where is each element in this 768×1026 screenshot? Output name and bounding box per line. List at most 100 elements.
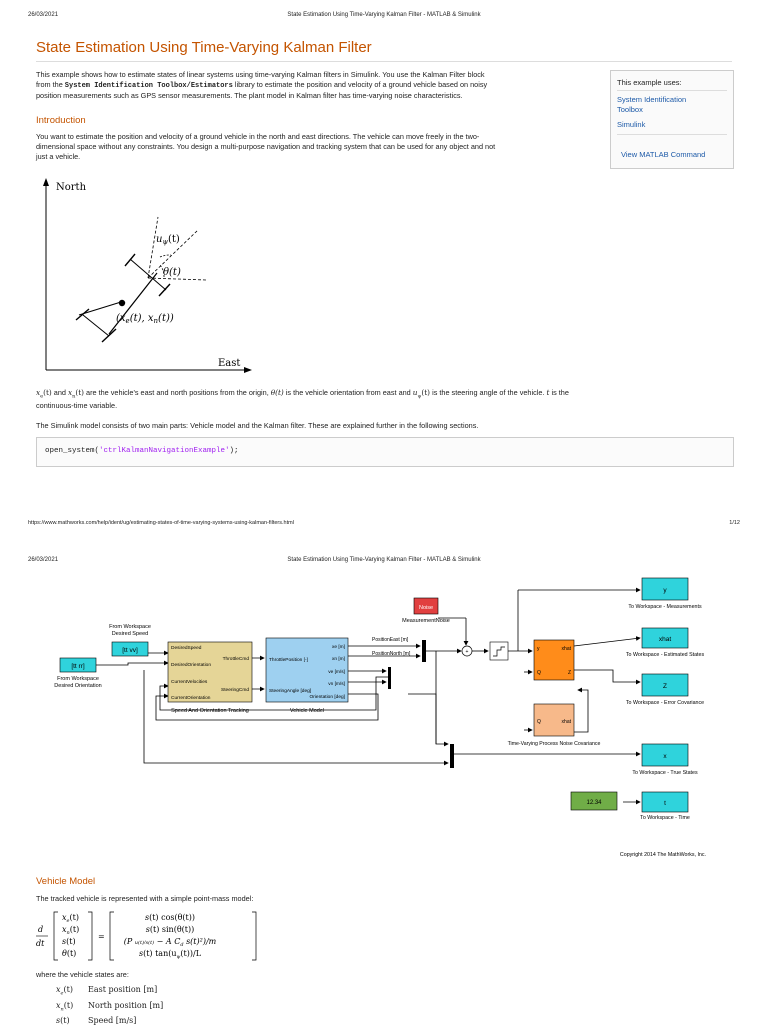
copyright-text: Copyright 2014 The MathWorks, Inc.: [620, 852, 706, 858]
math-arg: (t): [421, 388, 431, 397]
vehicle-output-5: Orientation [deg]: [310, 694, 345, 700]
math-t: t: [546, 388, 550, 397]
svg-text:s(t) tan(uψ(t))/L: s(t) tan(uψ(t))/L: [139, 949, 202, 960]
ws-x-label: x: [663, 753, 667, 760]
east-label: East: [218, 358, 240, 369]
rear-axle: [78, 301, 122, 316]
north-arrow-icon: [43, 178, 49, 186]
svg-text:xe(t): xe(t): [62, 913, 79, 924]
svg-text:s(t): s(t): [62, 937, 76, 946]
state-desc: Speed [m/s]: [88, 1016, 137, 1026]
front-wheel-right: [158, 283, 171, 297]
measurement-noise-block[interactable]: [413, 597, 439, 615]
example-uses-box: This example uses: System Identification…: [610, 70, 734, 169]
kalman-filter-block[interactable]: [533, 639, 575, 681]
link-system-identification[interactable]: System Identification: [617, 95, 687, 104]
sum-plus-icon: +: [466, 649, 469, 655]
svg-text:dt: dt: [36, 939, 45, 948]
to-workspace-time-block[interactable]: [641, 791, 689, 813]
footer-url: https://www.mathworks.com/help/ident/ug/…: [28, 520, 294, 526]
point-mass-equation: d dt xe(t) xn(t) s(t) θ(t) = s(t) cos(θ(…: [36, 911, 257, 961]
code-end: );: [229, 447, 239, 455]
heading-dashed: [147, 216, 159, 279]
kf-output-xhat: xhat: [562, 646, 572, 652]
introduction-line-1: You want to estimate the position and ve…: [36, 132, 480, 141]
math-u: u: [412, 388, 418, 397]
vehicle-input-1: ThrottlePosition [-]: [269, 657, 308, 663]
vehicle-output-4: vn [m/s]: [328, 681, 345, 687]
position-north-label: PositionNorth [m]: [372, 651, 411, 657]
state-row: xn(t)North position [m]: [56, 1000, 164, 1013]
to-workspace-true-states-block[interactable]: [641, 743, 689, 767]
pn-q-label: Q: [537, 719, 541, 725]
link-toolbox[interactable]: Toolbox: [617, 105, 643, 114]
to-workspace-measurements-block[interactable]: [641, 577, 689, 601]
link-simulink[interactable]: Simulink: [617, 120, 646, 129]
title-divider: [36, 61, 732, 62]
simulink-paragraph: The Simulink model consists of two main …: [36, 421, 479, 430]
pn-xhat-label: xhat: [562, 719, 572, 725]
ws-t-label: t: [664, 800, 666, 807]
math-sub: ψ: [417, 393, 422, 400]
position-east-label: PositionEast [m]: [372, 637, 409, 643]
ws-y-caption: To Workspace - Measurements: [628, 604, 702, 610]
mux-true-states: [450, 744, 454, 768]
math-arg: (t): [75, 388, 84, 397]
math-sub: n: [72, 393, 76, 400]
text: and: [53, 388, 66, 397]
vehicle-output-3: ve [m/s]: [328, 669, 345, 675]
math-theta: θ(t): [270, 388, 284, 397]
to-workspace-estimated-states-block[interactable]: [641, 627, 689, 649]
rear-wheel-left: [75, 308, 90, 321]
zero-order-hold-block[interactable]: [489, 641, 509, 661]
math-xn: x: [67, 388, 73, 397]
state-row: s(t)Speed [m/s]: [56, 1016, 137, 1026]
steering-arc: [159, 254, 172, 258]
north-label: North: [56, 182, 87, 193]
sidebox-divider: [617, 134, 727, 135]
front-wheel-left: [124, 253, 136, 267]
to-workspace-error-covariance-block[interactable]: [641, 673, 689, 697]
text: is the vehicle orientation from east and: [285, 388, 411, 397]
sum-block[interactable]: [461, 645, 473, 657]
introduction-heading: Introduction: [36, 115, 86, 126]
introduction-paragraph: You want to estimate the position and ve…: [36, 132, 606, 162]
front-axle: [129, 258, 167, 291]
ws-xhat-caption: To Workspace - Estimated States: [626, 652, 705, 658]
from-workspace-orientation-block[interactable]: [59, 657, 97, 673]
clock-block[interactable]: [570, 791, 618, 811]
speed-block-label: [tt vv]: [122, 647, 138, 654]
intro-text: from the: [36, 80, 63, 89]
process-noise-block[interactable]: [533, 703, 575, 737]
center-of-mass: [118, 299, 126, 307]
view-matlab-command-link[interactable]: View MATLAB Command: [621, 150, 706, 159]
position-label: (xe(t), xn(t)): [116, 313, 174, 325]
mux-velocity: [388, 667, 391, 689]
speed-orientation-tracking-block[interactable]: [167, 641, 253, 703]
variables-line-2: continuous-time variable.: [36, 401, 118, 411]
tracking-caption: Speed And Orientation Tracking: [171, 708, 249, 714]
math-arg: (t): [43, 388, 52, 397]
vehicle-caption: Vehicle Model: [290, 708, 324, 714]
zoh-step-icon: [493, 646, 505, 657]
vehicle-output-2: xn [m]: [332, 656, 345, 662]
code-block[interactable]: open_system('ctrlKalmanNavigationExample…: [36, 437, 734, 467]
vehicle-model-block[interactable]: [265, 637, 349, 703]
print-date: 26/03/2021: [28, 12, 59, 18]
svg-text:=: =: [98, 932, 105, 941]
kf-output-z: Z: [568, 670, 571, 676]
speed-caption-1: From Workspace: [109, 624, 151, 630]
tracking-output-1: ThrottleCmd: [223, 656, 250, 662]
states-list: xe(t)East position [m] xn(t)North positi…: [56, 984, 163, 1026]
variables-paragraph: xe(t) and xn(t) are the vehicle's east a…: [36, 388, 736, 411]
print-footer: https://www.mathworks.com/help/ident/ug/…: [28, 520, 740, 526]
svg-text:s(t) cos(θ(t)): s(t) cos(θ(t)): [145, 913, 195, 922]
example-uses-label: This example uses:: [617, 78, 682, 87]
kf-input-y: y: [537, 646, 540, 652]
mux-position: [422, 640, 426, 662]
from-workspace-speed-block[interactable]: [111, 641, 149, 657]
state-desc: East position [m]: [88, 985, 158, 994]
intro-line-3: position measurements such as GPS sensor…: [36, 91, 463, 100]
svg-text:xn(t): xn(t): [62, 925, 79, 936]
text: are the vehicle's east and north positio…: [86, 388, 269, 397]
